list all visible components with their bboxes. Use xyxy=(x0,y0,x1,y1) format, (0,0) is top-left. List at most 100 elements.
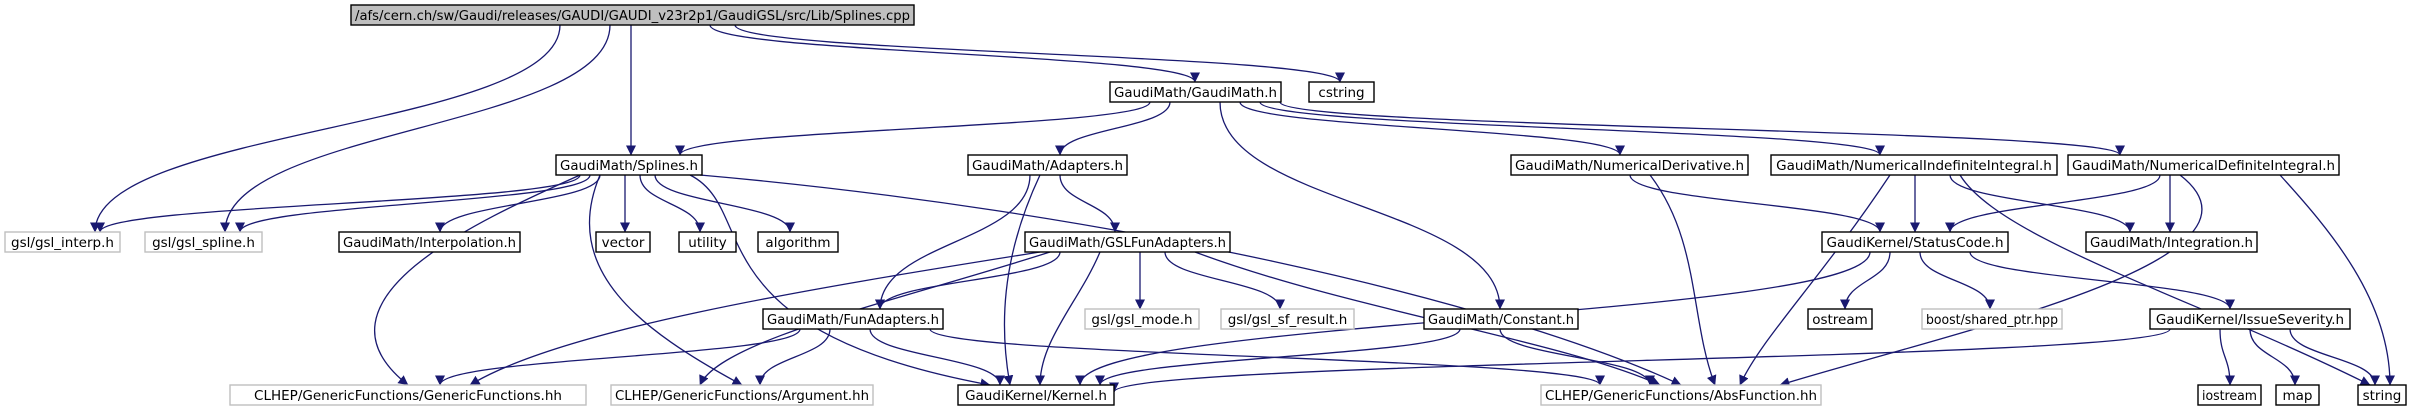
node-label: /afs/cern.ch/sw/Gaudi/releases/GAUDI/GAU… xyxy=(355,8,910,24)
node-string[interactable]: string xyxy=(2357,384,2407,406)
node-box xyxy=(1921,308,2063,330)
node-ostream[interactable]: ostream xyxy=(1807,308,1873,330)
node-kernel[interactable]: GaudiKernel/Kernel.h xyxy=(957,384,1115,406)
node-box xyxy=(2357,384,2407,406)
node-gaudimath[interactable]: GaudiMath/GaudiMath.h xyxy=(1109,81,1282,103)
edge-gslfun-to-kernel xyxy=(1035,251,1101,386)
node-gslfun[interactable]: GaudiMath/GSLFunAdapters.h xyxy=(1024,231,1231,253)
edge-splines-to-gsl_spline xyxy=(235,174,591,233)
edge-numindef-to-string xyxy=(1959,174,2371,386)
node-box xyxy=(1807,308,1873,330)
edge-line xyxy=(1959,174,2371,386)
node-label: iostream xyxy=(2202,388,2257,404)
edge-line xyxy=(1109,328,2171,393)
edge-numderiv-to-absfunction xyxy=(1649,174,1717,386)
node-issueseverity[interactable]: GaudiKernel/IssueSeverity.h xyxy=(2149,308,2351,330)
edge-line xyxy=(639,174,705,233)
edge-funadapters-to-kernel xyxy=(869,328,1005,386)
edge-adapters-to-funadapters xyxy=(875,174,1031,310)
node-gsl_interp[interactable]: gsl/gsl_interp.h xyxy=(4,231,121,253)
node-constant[interactable]: GaudiMath/Constant.h xyxy=(1423,308,1579,330)
edge-line xyxy=(1279,101,2125,156)
node-interpolation[interactable]: GaudiMath/Interpolation.h xyxy=(338,231,521,253)
node-funadapters[interactable]: GaudiMath/FunAdapters.h xyxy=(762,308,944,330)
node-shared_ptr[interactable]: boost/shared_ptr.hpp xyxy=(1921,308,2063,330)
node-label: GaudiMath/GSLFunAdapters.h xyxy=(1029,235,1226,251)
edge-line xyxy=(755,328,831,386)
edge-line xyxy=(435,328,801,386)
edge-splines-to-utility xyxy=(639,174,705,233)
node-algorithm[interactable]: algorithm xyxy=(757,231,839,253)
node-label: GaudiMath/Splines.h xyxy=(560,158,698,174)
edge-line xyxy=(1649,174,1717,386)
edge-line xyxy=(875,251,1061,310)
node-gsl_spline[interactable]: gsl/gsl_spline.h xyxy=(144,231,263,253)
node-absfunction[interactable]: CLHEP/GenericFunctions/AbsFunction.hh xyxy=(1540,384,1822,406)
node-argument[interactable]: CLHEP/GenericFunctions/Argument.hh xyxy=(610,384,874,406)
node-cstring[interactable]: cstring xyxy=(1308,81,1375,103)
node-label: algorithm xyxy=(765,235,830,251)
node-label: GaudiKernel/StatusCode.h xyxy=(1827,235,2004,251)
edge-constant-to-absfunction xyxy=(1499,328,1655,386)
node-label: boost/shared_ptr.hpp xyxy=(1926,312,2058,328)
node-box xyxy=(229,384,587,406)
edge-splines-to-argument xyxy=(588,174,743,386)
node-numderiv[interactable]: GaudiMath/NumericalDerivative.h xyxy=(1510,154,1749,176)
edge-gaudimath-to-adapters xyxy=(1055,101,1171,156)
edge-line xyxy=(1164,251,1285,310)
edge-statuscode-to-shared_ptr xyxy=(1919,251,1995,310)
node-gsl_sf_result[interactable]: gsl/gsl_sf_result.h xyxy=(1220,308,1355,330)
edge-issueseverity-to-string xyxy=(2289,328,2380,386)
edge-numindef-to-absfunction xyxy=(1739,174,1891,386)
edge-gaudimath-to-numindef xyxy=(1259,101,1885,156)
edge-line xyxy=(1949,174,2135,233)
edge-funadapters-to-argument xyxy=(755,328,831,386)
edge-statuscode-to-issueseverity xyxy=(1969,251,2235,310)
node-box xyxy=(1510,154,1749,176)
node-box xyxy=(2085,231,2258,253)
node-iostream[interactable]: iostream xyxy=(2197,384,2262,406)
node-statuscode[interactable]: GaudiKernel/StatusCode.h xyxy=(1821,231,2009,253)
edge-line xyxy=(699,174,1682,386)
edge-issueseverity-to-kernel xyxy=(1109,328,2171,393)
node-genericfunctions[interactable]: CLHEP/GenericFunctions/GenericFunctions.… xyxy=(229,384,587,406)
node-integration[interactable]: GaudiMath/Integration.h xyxy=(2085,231,2258,253)
node-box xyxy=(757,231,839,253)
node-utility[interactable]: utility xyxy=(678,231,737,253)
edge-line xyxy=(1840,251,1891,310)
node-label: GaudiMath/NumericalIndefiniteIntegral.h xyxy=(1776,158,2052,174)
edge-splines-to-gsl_interp xyxy=(95,174,581,233)
node-vector[interactable]: vector xyxy=(595,231,651,253)
node-gsl_mode[interactable]: gsl/gsl_mode.h xyxy=(1084,308,1200,330)
node-adapters[interactable]: GaudiMath/Adapters.h xyxy=(967,154,1128,176)
node-map[interactable]: map xyxy=(2275,384,2320,406)
edge-splines-to-kernel xyxy=(689,174,991,389)
node-root[interactable]: /afs/cern.ch/sw/Gaudi/releases/GAUDI/GAU… xyxy=(350,4,915,26)
node-label: ostream xyxy=(1812,312,1868,328)
edge-issueseverity-to-map xyxy=(2249,328,2300,386)
node-splines[interactable]: GaudiMath/Splines.h xyxy=(555,154,703,176)
node-box xyxy=(678,231,737,253)
node-label: GaudiMath/Interpolation.h xyxy=(343,235,516,251)
node-box xyxy=(144,231,263,253)
node-label: GaudiMath/Integration.h xyxy=(2090,235,2253,251)
edge-line xyxy=(1499,328,1655,386)
edge-line xyxy=(1239,101,1625,156)
node-label: CLHEP/GenericFunctions/Argument.hh xyxy=(615,388,869,404)
edge-line xyxy=(1055,101,1171,156)
node-box xyxy=(2149,308,2351,330)
node-label: GaudiMath/FunAdapters.h xyxy=(767,312,939,328)
node-box xyxy=(1540,384,1822,406)
edge-line xyxy=(469,251,1041,386)
node-numdef[interactable]: GaudiMath/NumericalDefiniteIntegral.h xyxy=(2067,154,2340,176)
node-box xyxy=(1423,308,1579,330)
node-box xyxy=(1109,81,1282,103)
edge-line xyxy=(869,328,1005,386)
node-box xyxy=(1770,154,2058,176)
node-numindef[interactable]: GaudiMath/NumericalIndefiniteIntegral.h xyxy=(1770,154,2058,176)
edge-numderiv-to-statuscode xyxy=(1629,174,1885,233)
node-label: utility xyxy=(688,235,726,251)
edge-line xyxy=(929,328,1605,386)
node-label: string xyxy=(2363,388,2402,404)
edge-root-to-gsl_spline xyxy=(220,24,611,233)
